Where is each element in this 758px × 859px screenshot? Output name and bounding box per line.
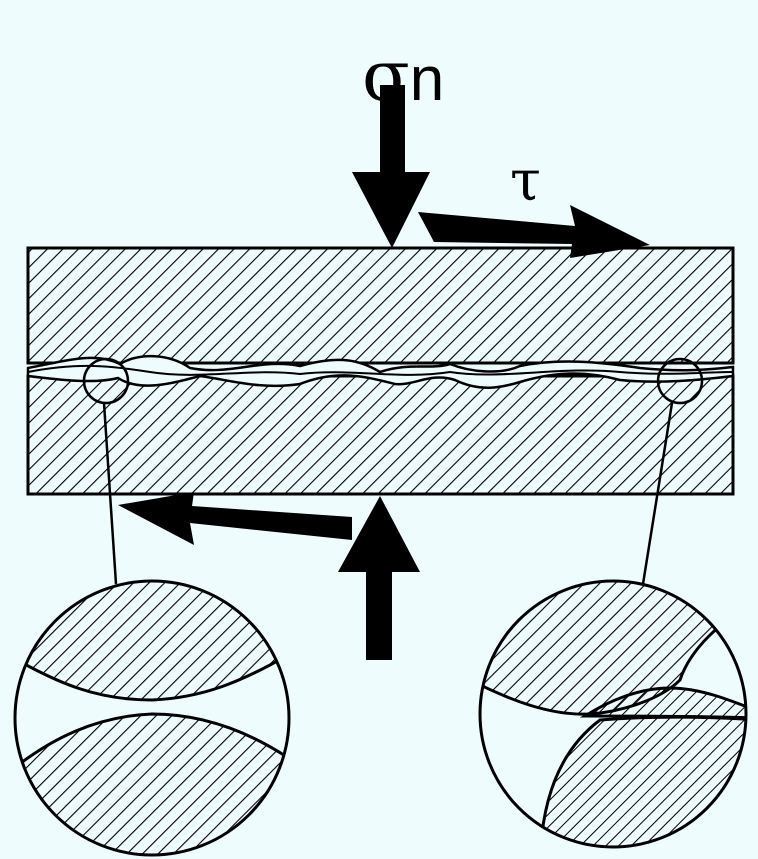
- normal-stress-arrow-top: [352, 85, 430, 248]
- shear-arrow-bottom: [118, 492, 352, 545]
- leader-line-left: [102, 402, 118, 585]
- contact-point-left: [82, 357, 130, 405]
- shear-stress-label: τ: [510, 149, 541, 214]
- joint-aperture: [26, 354, 735, 389]
- contact-point-right: [656, 357, 704, 405]
- magnified-contact-left-frame: [13, 579, 291, 857]
- lower-rock-block: [26, 374, 735, 496]
- magnified-contact-right-frame: [478, 579, 748, 849]
- shear-arrow-top: [418, 205, 650, 258]
- normal-stress-label: σn: [362, 35, 444, 117]
- leader-line-right: [641, 402, 674, 585]
- upper-rock-block: [26, 246, 735, 365]
- joint-contact-line: [27, 364, 734, 376]
- normal-stress-arrow-bottom: [338, 496, 420, 660]
